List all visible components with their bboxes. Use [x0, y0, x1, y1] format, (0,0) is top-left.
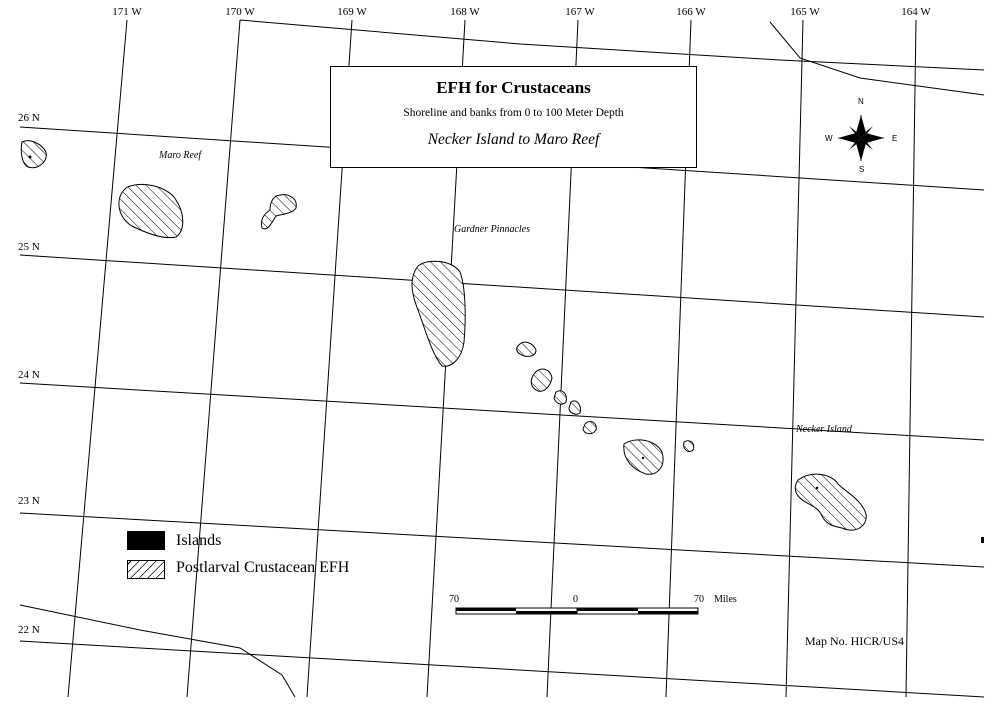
island-dot-bank [641, 456, 645, 460]
longitude-label: 168 W [450, 6, 480, 18]
title-box: EFH for Crustaceans Shoreline and banks … [330, 66, 697, 168]
latitude-label: 23 N [18, 495, 40, 507]
compass-north-label: N [858, 97, 864, 106]
compass-rose-icon [838, 115, 884, 161]
map-subtitle: Shoreline and banks from 0 to 100 Meter … [403, 107, 624, 119]
compass-east-label: E [892, 134, 898, 143]
legend-efh-label: Postlarval Crustacean EFH [176, 559, 350, 576]
edge-mark [981, 537, 984, 543]
compass-west-label: W [825, 134, 833, 143]
scale-unit-label: Miles [714, 594, 737, 605]
efh-area-east-of-maro [261, 194, 297, 230]
latitude-label: 25 N [18, 241, 40, 253]
efh-area-bank-1 [516, 341, 537, 357]
longitude-label: 167 W [565, 6, 595, 18]
scale-bar [455, 607, 699, 615]
longitude-label: 164 W [901, 6, 931, 18]
efh-area-gardner-pinnacles [411, 260, 466, 367]
efh-area-bank-2 [530, 368, 553, 392]
island-dot-necker [815, 486, 819, 490]
longitude-label: 171 W [112, 6, 142, 18]
efh-area-bank-5 [582, 421, 597, 435]
legend-islands-label: Islands [176, 532, 222, 549]
longitude-label: 166 W [676, 6, 706, 18]
legend-islands-swatch [127, 531, 165, 550]
place-label-maro-reef: Maro Reef [159, 150, 202, 161]
island-dot-edge [28, 155, 32, 159]
island-dots [28, 155, 819, 490]
scale-mid-label: 0 [573, 594, 578, 605]
longitude-label: 170 W [225, 6, 255, 18]
map-region: Necker Island to Maro Reef [427, 131, 600, 148]
place-label-gardner-pinnacles: Gardner Pinnacles [454, 224, 531, 235]
scale-right-label: 70 [694, 594, 704, 605]
efh-area-bank-3 [553, 390, 567, 405]
legend-efh-swatch [127, 560, 165, 579]
map-number: Map No. HICR/US4 [805, 634, 905, 648]
place-label-necker-island: Necker Island [796, 424, 852, 435]
efh-area-bank-7 [683, 440, 695, 453]
boundary-lines [19, 19, 985, 698]
longitude-label: 165 W [790, 6, 820, 18]
efh-area-edge [20, 140, 47, 169]
efh-area-maro-reef [118, 184, 184, 239]
scale-left-label: 70 [449, 594, 459, 605]
longitude-label: 169 W [337, 6, 367, 18]
efh-area-necker-island [794, 473, 867, 531]
map-title: EFH for Crustaceans [436, 78, 591, 97]
efh-area-bank-4 [568, 400, 581, 415]
compass-south-label: S [859, 165, 865, 174]
efh-areas [20, 140, 867, 531]
latitude-label: 26 N [18, 112, 40, 124]
latitude-label: 24 N [18, 369, 40, 381]
latitude-label: 22 N [18, 624, 40, 636]
